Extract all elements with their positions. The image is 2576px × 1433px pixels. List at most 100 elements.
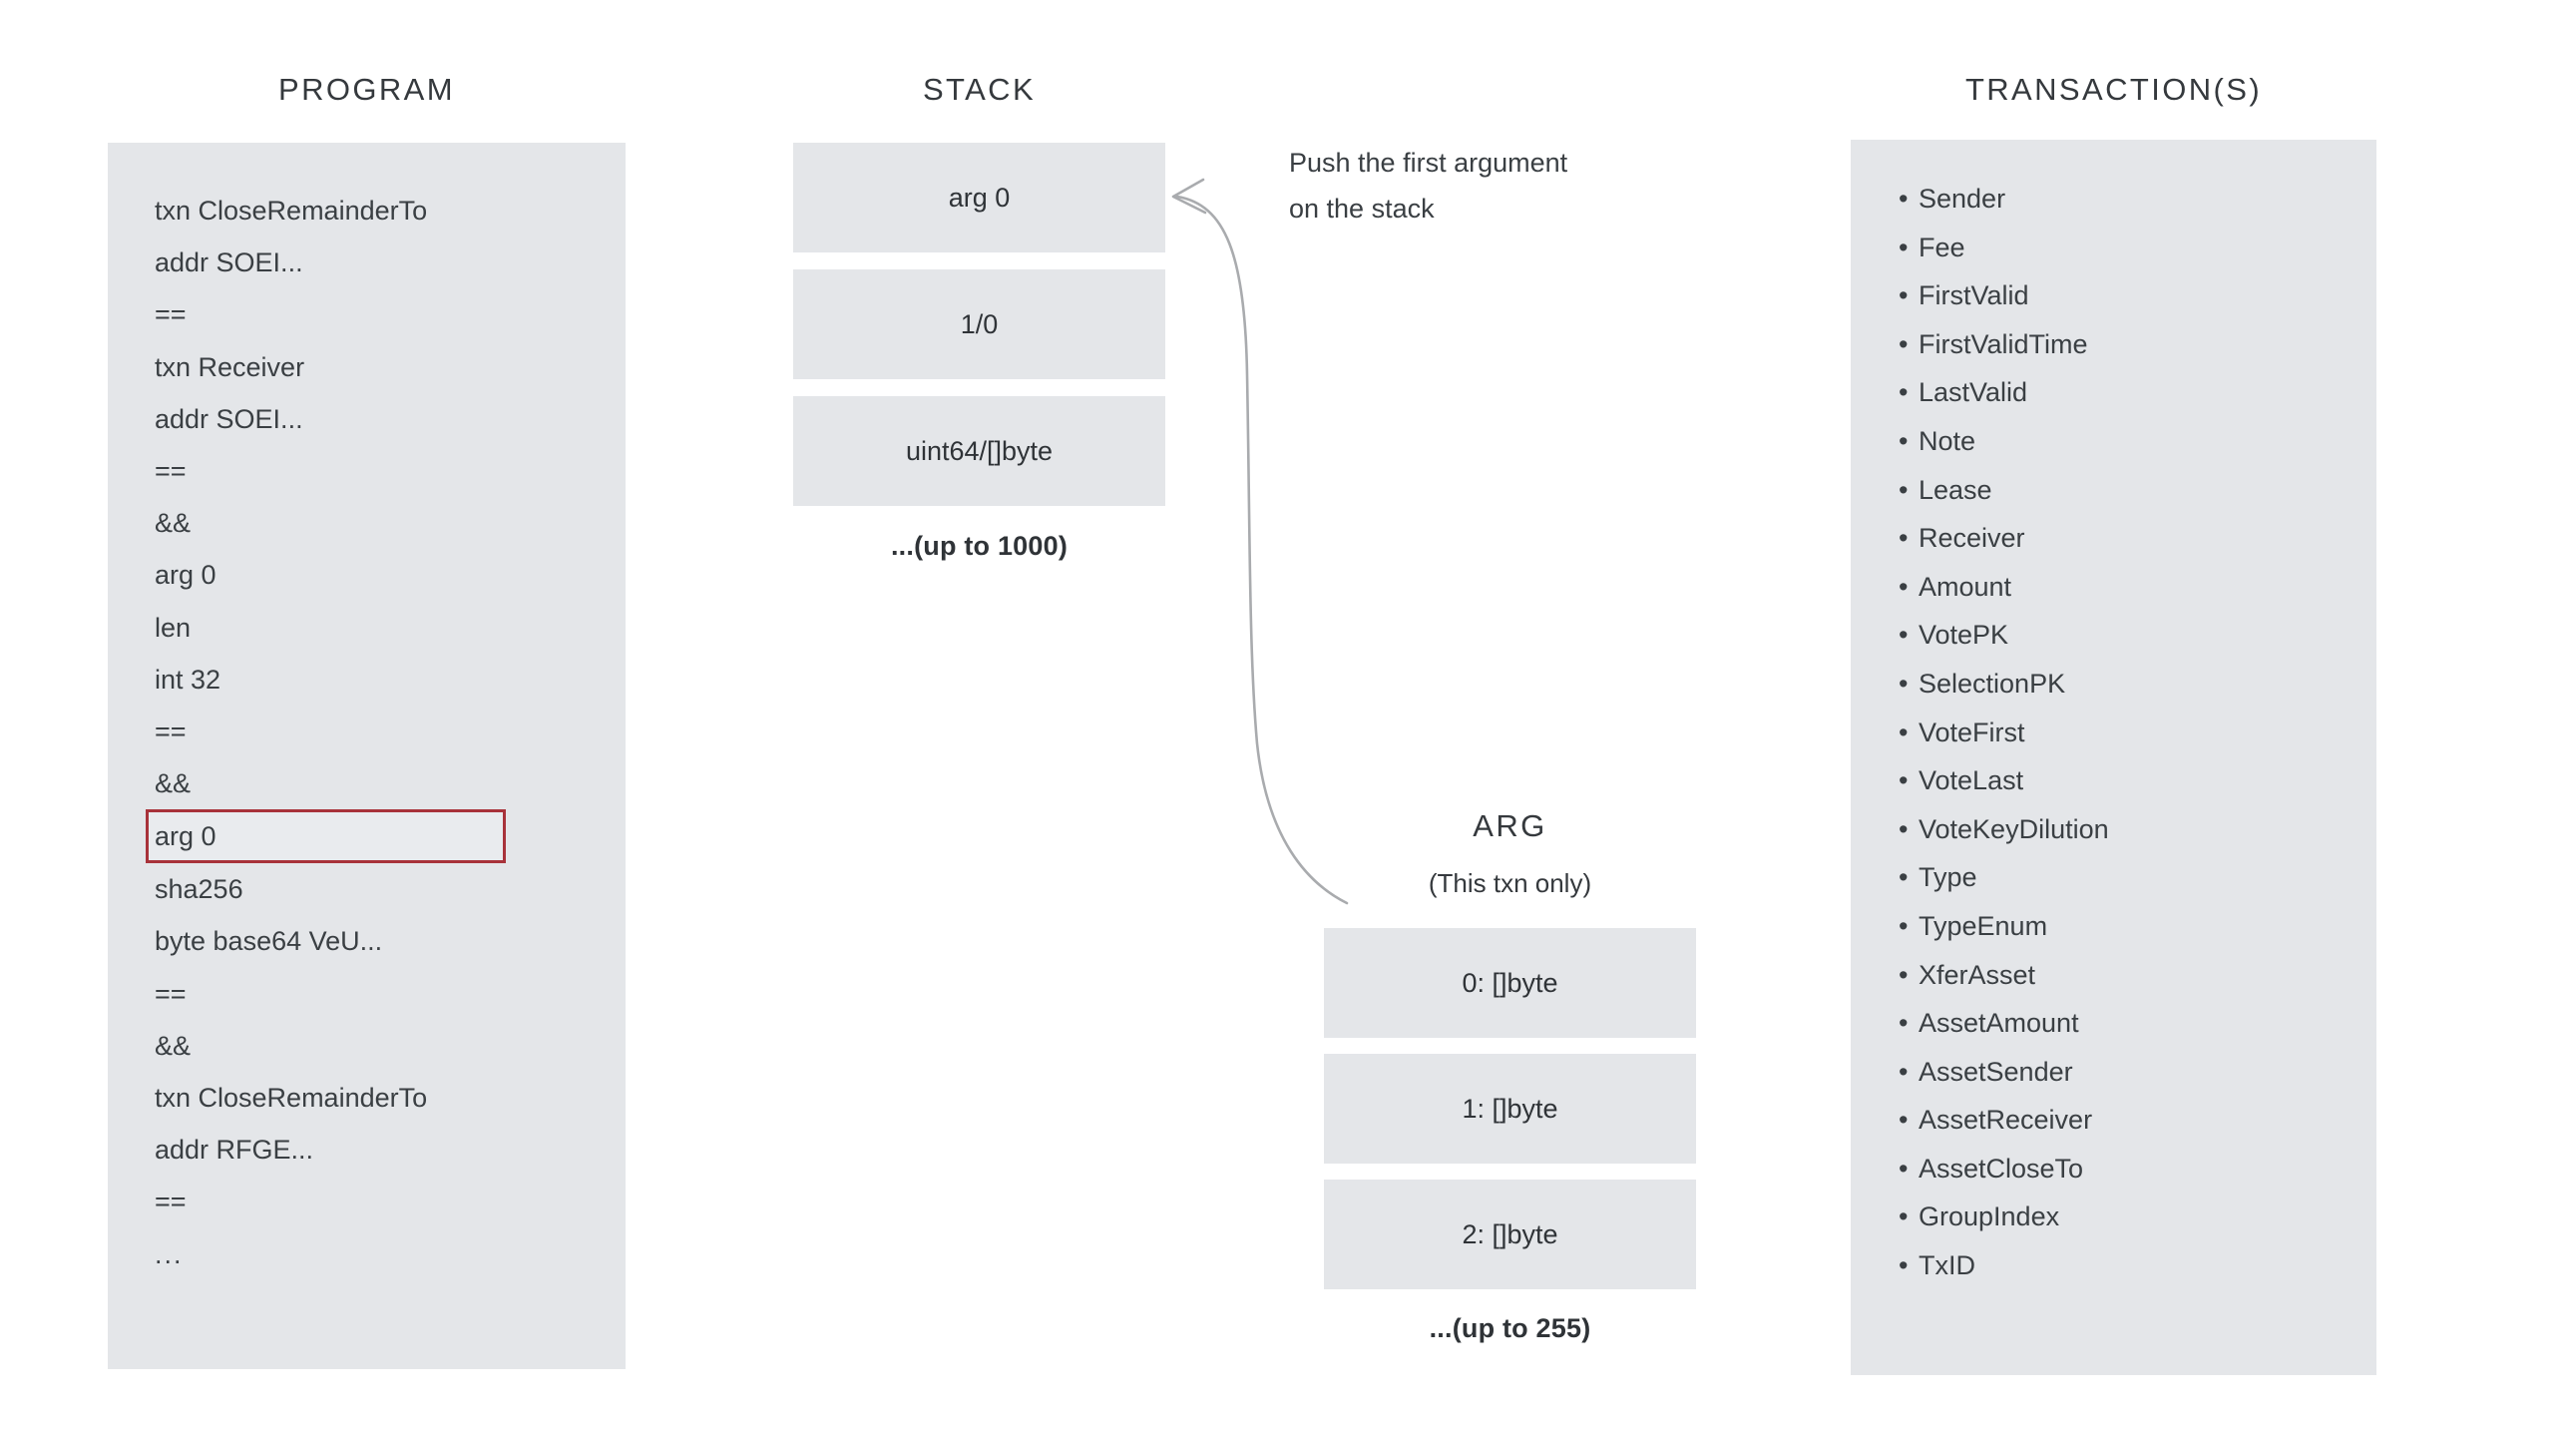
transaction-field-list: •Sender•Fee•FirstValid•FirstValidTime•La…: [1899, 175, 2367, 1290]
program-line: txn CloseRemainderTo: [155, 196, 428, 226]
stack-heading: STACK: [922, 72, 1037, 107]
transaction-field: • Type: [1899, 853, 2367, 902]
transaction-field-label: VoteKeyDilution: [1919, 813, 2109, 844]
program-line: ==: [155, 1187, 187, 1217]
stack-cell-1: 1/0: [793, 269, 1165, 379]
stack-cell-0: arg 0: [793, 143, 1165, 252]
transaction-field: • TypeEnum: [1899, 902, 2367, 951]
program-line: &&: [155, 1030, 192, 1061]
transaction-field-label: FirstValidTime: [1919, 328, 2088, 359]
transaction-field-label: TypeEnum: [1919, 910, 2048, 941]
program-heading: PROGRAM: [278, 72, 455, 107]
transaction-field-label: Sender: [1919, 184, 2006, 214]
bullet-icon: •: [1899, 1105, 1909, 1136]
transaction-panel: [1851, 140, 2376, 1375]
transaction-field-label: VoteLast: [1919, 765, 2024, 796]
transaction-field: • FirstValid: [1899, 271, 2367, 320]
transaction-field-label: Type: [1919, 862, 1977, 893]
bullet-icon: •: [1899, 425, 1909, 456]
program-line: addr SOEI...: [155, 403, 303, 434]
bullet-icon: •: [1899, 1201, 1909, 1232]
transaction-field: •Lease: [1899, 466, 2367, 515]
program-line: txn Receiver: [155, 351, 305, 382]
program-line: ==: [155, 299, 187, 330]
bullet-icon: •: [1899, 280, 1909, 311]
transaction-field: • VoteFirst: [1899, 709, 2367, 757]
bullet-icon: •: [1899, 571, 1909, 602]
program-line: addr RFGE...: [155, 1135, 314, 1166]
bullet-icon: •: [1899, 959, 1909, 990]
stack-caption: ...(up to 1000): [890, 531, 1069, 561]
program-line: &&: [155, 768, 192, 799]
bullet-icon: •: [1899, 765, 1909, 796]
transaction-field: • FirstValidTime: [1899, 320, 2367, 369]
transaction-field: • Sender: [1899, 175, 2367, 224]
bullet-icon: •: [1899, 1250, 1909, 1281]
transaction-field-label: VoteFirst: [1919, 716, 2025, 747]
transaction-field: • SelectionPK: [1899, 660, 2367, 709]
transaction-field: • XferAsset: [1899, 951, 2367, 1000]
transaction-field: •LastValid: [1899, 368, 2367, 417]
program-line: &&: [155, 508, 192, 539]
transaction-field-label: AssetAmount: [1919, 1008, 2079, 1039]
program-line: addr SOEI...: [155, 247, 303, 278]
program-line: ...: [155, 1238, 184, 1269]
transaction-field-label: AssetReceiver: [1919, 1105, 2093, 1136]
program-line: ==: [155, 978, 187, 1009]
transaction-field-label: Amount: [1919, 571, 2012, 602]
program-line: len: [155, 612, 192, 643]
transaction-field: • Fee: [1899, 224, 2367, 272]
arg-heading: ARG: [1473, 808, 1547, 843]
program-line: arg 0: [155, 560, 216, 591]
transaction-field: • VotePK: [1899, 611, 2367, 660]
bullet-icon: •: [1899, 1153, 1909, 1184]
bullet-icon: •: [1899, 1056, 1909, 1087]
transaction-field-label: FirstValid: [1919, 280, 2029, 311]
bullet-icon: •: [1899, 813, 1909, 844]
program-line: sha256: [155, 874, 243, 905]
transaction-field-label: Lease: [1919, 474, 1992, 505]
program-line: ==: [155, 455, 187, 486]
bullet-icon: •: [1899, 523, 1909, 554]
arg-cell-2: 2: []byte: [1324, 1180, 1696, 1289]
transaction-field-label: TxID: [1919, 1250, 1975, 1281]
transaction-field: • GroupIndex: [1899, 1193, 2367, 1241]
bullet-icon: •: [1899, 232, 1909, 262]
program-line-highlighted: arg 0: [146, 809, 506, 864]
bullet-icon: •: [1899, 1008, 1909, 1039]
transaction-field: • VoteKeyDilution: [1899, 805, 2367, 854]
program-line: txn CloseRemainderTo: [155, 1083, 428, 1113]
transaction-field: • Amount: [1899, 563, 2367, 612]
transaction-field: • TxID: [1899, 1241, 2367, 1290]
transaction-field-label: LastValid: [1919, 377, 2028, 408]
stack-cell-2: uint64/[]byte: [793, 396, 1165, 506]
transaction-field: • VoteLast: [1899, 756, 2367, 805]
annotation-line-1: Push the first argument: [1289, 148, 1568, 178]
arg-cell-1: 1: []byte: [1324, 1054, 1696, 1164]
annotation-line-2: on the stack: [1289, 194, 1435, 224]
transaction-field: •AssetCloseTo: [1899, 1145, 2367, 1194]
transaction-field-label: AssetSender: [1919, 1056, 2073, 1087]
arg-cell-0: 0: []byte: [1324, 928, 1696, 1038]
program-panel: [108, 143, 626, 1369]
bullet-icon: •: [1899, 668, 1909, 699]
transaction-field: • AssetSender: [1899, 1048, 2367, 1097]
program-listing: txn CloseRemainderTo addr SOEI... == txn Re…: [146, 185, 584, 1280]
transaction-field-label: VotePK: [1919, 620, 2009, 651]
bullet-icon: •: [1899, 716, 1909, 747]
bullet-icon: •: [1899, 328, 1909, 359]
transaction-field: •Note: [1899, 417, 2367, 466]
bullet-icon: •: [1899, 862, 1909, 893]
bullet-icon: •: [1899, 910, 1909, 941]
bullet-icon: •: [1899, 620, 1909, 651]
arg-subheading: (This txn only): [1428, 868, 1592, 898]
program-line: byte base64 VeU...: [155, 926, 383, 957]
transaction-field-label: GroupIndex: [1919, 1201, 2060, 1232]
transaction-field-label: XferAsset: [1919, 959, 2036, 990]
transaction-field: • AssetReceiver: [1899, 1096, 2367, 1145]
transaction-field-label: SelectionPK: [1919, 668, 2066, 699]
bullet-icon: •: [1899, 184, 1909, 214]
transaction-field-label: Receiver: [1919, 523, 2025, 554]
transaction-field-label: Fee: [1919, 232, 1965, 262]
